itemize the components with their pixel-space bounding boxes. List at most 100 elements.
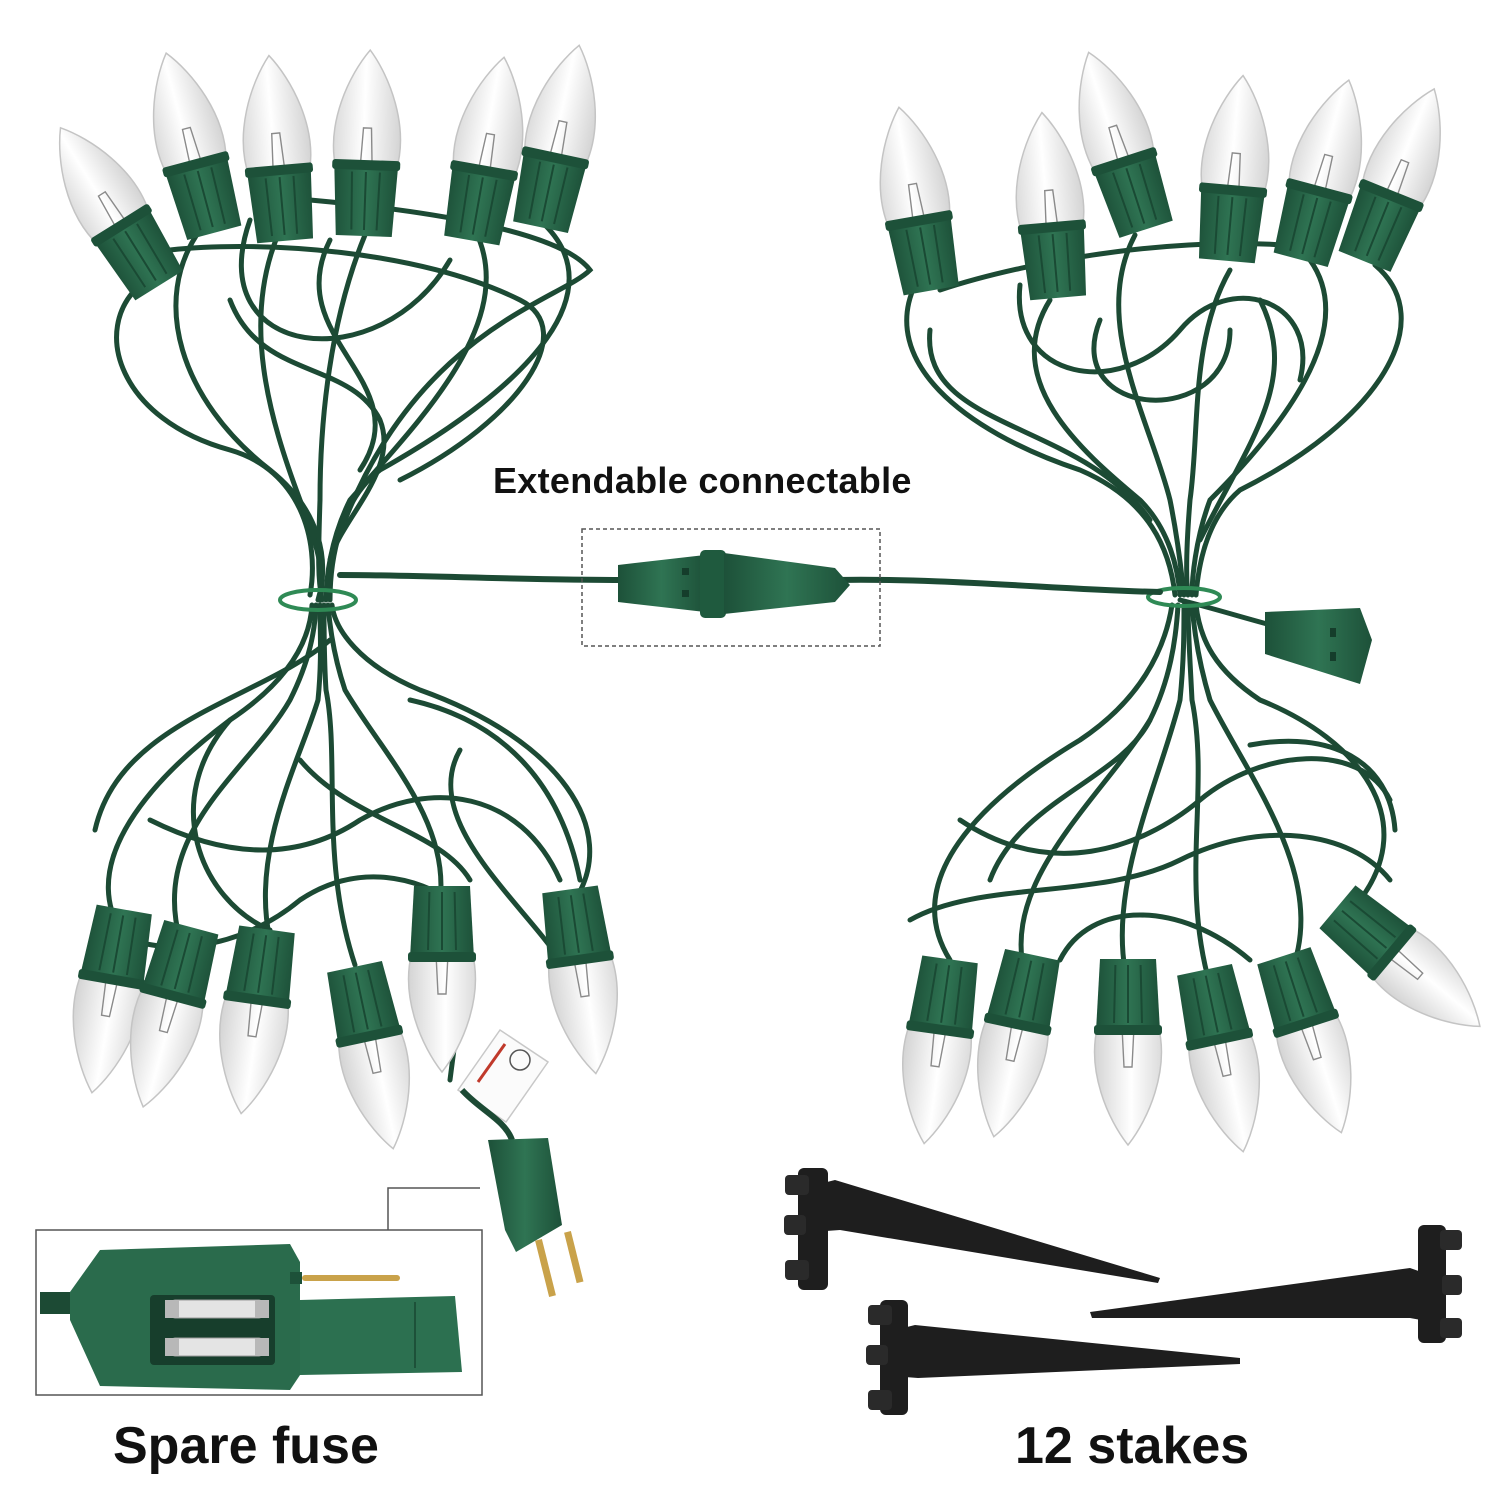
socket-rib — [292, 175, 299, 234]
bulb-filament — [1108, 124, 1132, 167]
socket-rib — [557, 896, 567, 955]
socket-rib — [459, 174, 471, 233]
bulb-filament — [1121, 1026, 1135, 1068]
female-end-connector — [1265, 608, 1372, 684]
socket-rib — [196, 170, 214, 228]
bulb-filament — [572, 955, 590, 998]
socket-rib — [1213, 195, 1220, 254]
socket-rib — [112, 238, 147, 288]
socket-rib — [1272, 965, 1292, 1022]
socket-rib — [350, 171, 353, 230]
bulb-glass — [219, 989, 289, 1115]
bulb-glass — [1288, 78, 1363, 205]
socket-rim — [332, 158, 401, 172]
socket-rib — [1354, 196, 1377, 252]
socket-rim — [983, 1012, 1052, 1036]
bulb-filament — [907, 182, 927, 225]
light-bulb-icon — [1177, 963, 1261, 1153]
socket-rib — [528, 161, 542, 219]
socket-rim — [1017, 219, 1087, 235]
socket-rib — [919, 227, 932, 285]
stake-3 — [866, 1300, 1240, 1415]
socket-rib — [905, 229, 919, 287]
bulb-filament — [359, 127, 373, 169]
bulb-filament — [247, 995, 265, 1038]
socket-rib — [1051, 234, 1059, 292]
right-strand-wires — [904, 232, 1404, 988]
socket-rib — [375, 172, 381, 231]
socket-rib — [453, 891, 457, 951]
socket-rib — [173, 932, 191, 990]
socket-rim — [521, 146, 590, 170]
socket-rib — [1217, 972, 1233, 1030]
inline-connector — [618, 550, 850, 618]
bulb-glass — [548, 949, 618, 1075]
bulb-glass — [1200, 74, 1270, 199]
socket-rib — [1112, 172, 1134, 228]
socket-rib — [427, 891, 431, 951]
socket-rib — [1192, 978, 1206, 1036]
bulb-glass — [1078, 51, 1156, 177]
bulb-glass — [332, 48, 402, 172]
light-bulb-icon — [1338, 87, 1441, 272]
bulb-glass — [1360, 87, 1441, 213]
socket-rib — [124, 230, 157, 281]
bulb-filament — [362, 1031, 382, 1075]
socket-rib — [1204, 975, 1219, 1033]
socket-rib — [367, 969, 383, 1027]
light-bulb-icon — [219, 925, 295, 1115]
socket-rib — [953, 966, 963, 1025]
spare-fuse-caption: Spare fuse — [113, 1417, 379, 1475]
socket-rim — [906, 1020, 975, 1039]
socket-rim — [91, 204, 152, 247]
light-bulb-icon — [902, 955, 978, 1145]
socket-rib — [471, 177, 484, 235]
light-bulb-icon — [444, 56, 524, 246]
bulb-glass — [524, 44, 597, 170]
socket-rim — [244, 162, 314, 178]
bulb-filament — [158, 991, 181, 1034]
right-cable-tie — [1146, 586, 1222, 608]
male-plug — [459, 1087, 584, 1298]
bulbs-layer — [58, 44, 1481, 1153]
socket-rim — [1272, 1008, 1339, 1038]
socket-rib — [1313, 201, 1332, 258]
bulb-glass — [452, 56, 524, 182]
bulb-glass — [1274, 1008, 1352, 1134]
light-bulb-icon — [327, 960, 411, 1150]
light-bulb-icon — [1078, 51, 1173, 238]
socket-rib — [270, 936, 280, 995]
light-bulb-icon — [542, 885, 618, 1075]
socket-rib — [582, 893, 594, 951]
stakes-caption: 12 stakes — [1015, 1417, 1250, 1475]
socket-rib — [342, 975, 356, 1033]
bulb-filament — [548, 119, 568, 163]
ul-safety-tag — [456, 1028, 550, 1124]
socket-rib — [1238, 198, 1248, 257]
light-bulb-icon — [242, 54, 314, 244]
socket-rib — [1377, 206, 1403, 261]
socket-rib — [1037, 235, 1047, 294]
connector-callout-box — [581, 528, 881, 647]
bulb-filament — [1044, 189, 1059, 231]
spare-fuse-inset — [35, 1229, 483, 1396]
socket-rib — [553, 167, 569, 225]
bulb-filament — [1212, 1034, 1232, 1078]
socket-rim — [223, 990, 292, 1009]
socket-rib — [278, 177, 286, 235]
socket-rim — [1091, 147, 1158, 177]
socket-rim — [1367, 924, 1417, 981]
socket-rim — [1358, 179, 1424, 213]
socket-rib — [1065, 232, 1072, 291]
bulb-filament — [1383, 158, 1410, 201]
socket-rib — [1113, 964, 1117, 1024]
bulb-filament — [1005, 1019, 1025, 1063]
socket-rib — [1289, 194, 1305, 251]
socket-rim — [335, 1024, 404, 1048]
bulb-glass — [902, 1019, 972, 1145]
socket-rim — [1285, 178, 1353, 205]
bulb-filament — [930, 1025, 948, 1068]
socket-rib — [1301, 197, 1319, 255]
bulb-filament — [97, 190, 129, 232]
socket-rib — [1226, 197, 1234, 255]
